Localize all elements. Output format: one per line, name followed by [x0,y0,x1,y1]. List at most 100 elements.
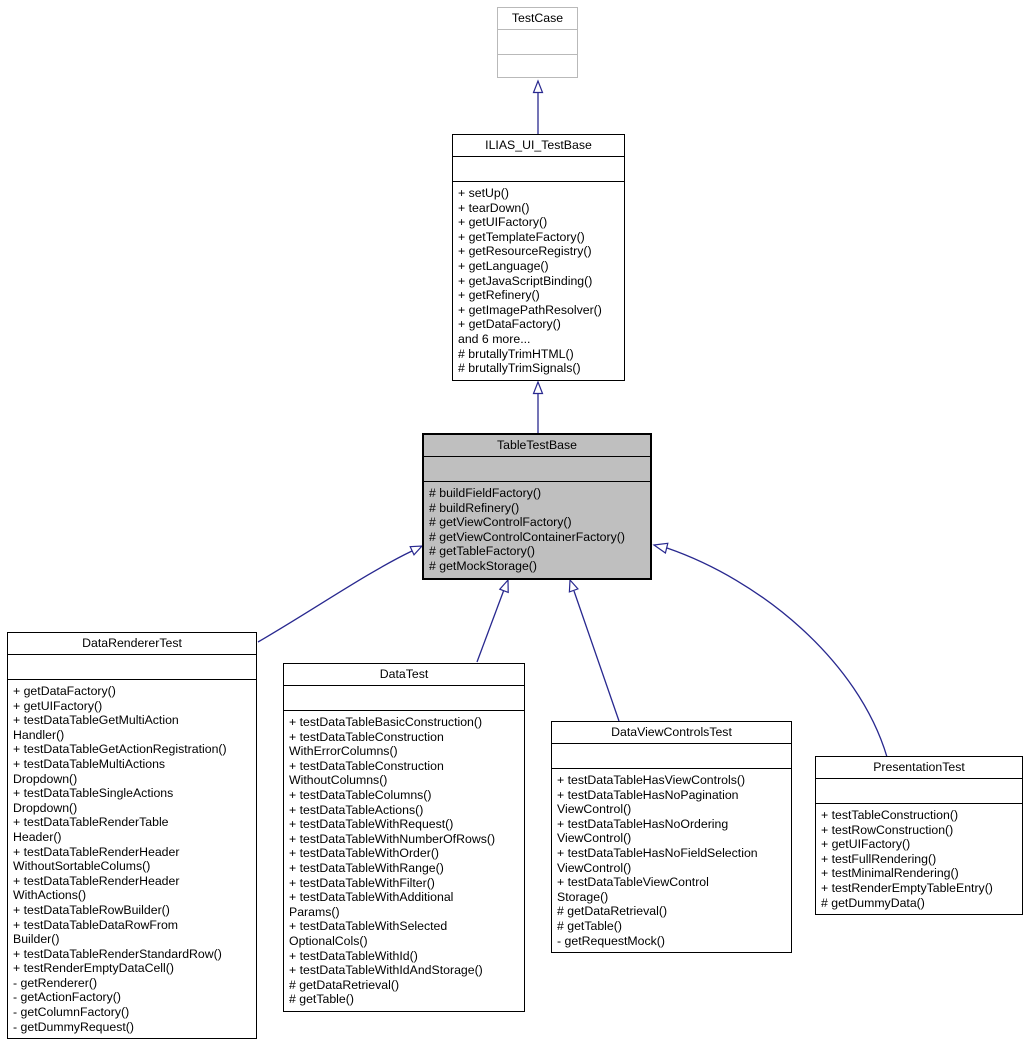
member-line: + testDataTableRenderHeader [13,844,180,859]
class-box-tabletestbase[interactable]: TableTestBase # buildFieldFactory()# bui… [422,433,652,580]
class-attributes-presentationtest [816,779,1022,804]
member-line: Dropdown() [13,771,78,786]
member-line: # getDummyData() [821,895,925,910]
member-line: Storage() [557,889,609,904]
member-line: # getViewControlFactory() [429,515,572,530]
member-line: # getTableFactory() [429,544,535,559]
member-line: ViewControl() [557,831,632,846]
class-title-dataviewcontrolstest: DataViewControlsTest [552,722,791,744]
class-methods-ilias-ui-testbase: + setUp()+ tearDown()+ getUIFactory()+ g… [453,182,624,380]
class-box-presentationtest[interactable]: PresentationTest + testTableConstruction… [815,756,1023,916]
member-line: - getRenderer() [13,975,98,990]
member-line: + getRefinery() [458,288,540,303]
member-line: + testRowConstruction() [821,822,954,837]
member-line: # brutallyTrimSignals() [458,361,581,376]
member-line: + getLanguage() [458,258,549,273]
member-line: + testDataTableSingleActions [13,786,174,801]
member-line: + testDataTableRowBuilder() [13,902,170,917]
inheritance-arrowhead-dataviewcontrols-to-tabletestbase [568,578,579,593]
inheritance-arrowhead-tabletestbase-to-ilias [532,380,544,395]
member-line: WithErrorColumns() [289,744,398,759]
inheritance-arrow-presentation-to-tabletestbase [666,547,888,758]
member-line: + getTemplateFactory() [458,229,585,244]
member-line: + tearDown() [458,200,530,215]
member-line: WithoutColumns() [289,773,388,788]
member-line: + testDataTableBasicConstruction() [289,715,483,729]
member-line: # getTable() [289,992,354,1007]
member-line: and 6 more... [458,331,531,346]
class-attributes-testcase [498,30,577,55]
class-title-ilias-ui-testbase: ILIAS_UI_TestBase [453,135,624,157]
member-line: + testMinimalRendering() [821,866,959,881]
member-line: + testDataTableConstruction [289,729,444,744]
member-line: + testTableConstruction() [821,808,959,822]
member-line: + testDataTableWithAdditional [289,890,454,905]
member-line: + testDataTableWithIdAndStorage() [289,963,483,978]
member-line: + testDataTableHasNoPagination [557,787,739,802]
member-line: + testDataTableGetActionRegistration() [13,742,227,757]
inheritance-arrow-dataviewcontrols-to-tabletestbase [573,590,620,722]
member-line: + testDataTableViewControl [557,875,709,890]
member-line: + testDataTableRenderTable [13,815,169,830]
member-line: + testDataTableGetMultiAction [13,713,179,728]
member-line: # getMockStorage() [429,558,537,573]
inheritance-arrowhead-presentation-to-tabletestbase [652,542,669,554]
member-line: # getDataRetrieval() [557,904,668,919]
inheritance-arrow-datarenderer-to-tabletestbase [257,550,413,643]
member-line: + testDataTableWithOrder() [289,846,440,861]
inheritance-arrow-datatest-to-tabletestbase [476,590,505,663]
member-line: Dropdown() [13,800,78,815]
class-box-testcase[interactable]: TestCase [497,7,578,78]
member-line: Params() [289,904,340,919]
class-methods-dataviewcontrolstest: + testDataTableHasViewControls()+ testDa… [552,769,791,952]
member-line: + getDataFactory() [458,317,561,332]
member-line: + testDataTableWithRequest() [289,817,454,832]
member-line: + testFullRendering() [821,851,937,866]
class-title-presentationtest: PresentationTest [816,757,1022,779]
class-title-datarenderertest: DataRendererTest [8,633,256,655]
inheritance-arrowhead-datarenderer-to-tabletestbase [409,545,424,556]
member-line: + getUIFactory() [458,215,548,230]
member-line: Header() [13,829,62,844]
class-methods-presentationtest: + testTableConstruction()+ testRowConstr… [816,804,1022,914]
member-line: # getViewControlContainerFactory() [429,529,625,544]
member-line: ViewControl() [557,802,632,817]
inheritance-arrowhead-datatest-to-tabletestbase [498,578,509,594]
member-line: WithoutSortableColums() [13,859,151,874]
class-attributes-tabletestbase [424,457,650,482]
member-line: # brutallyTrimHTML() [458,346,574,361]
class-box-ilias-ui-testbase[interactable]: ILIAS_UI_TestBase + setUp()+ tearDown()+… [452,134,625,381]
member-line: # buildFieldFactory() [429,486,542,500]
member-line: + testDataTableHasViewControls() [557,773,746,787]
member-line: + testDataTableDataRowFrom [13,917,179,932]
class-title-tabletestbase: TableTestBase [424,435,650,457]
member-line: - getColumnFactory() [13,1005,130,1020]
member-line: + testDataTableWithId() [289,948,418,963]
member-line: Builder() [13,932,60,947]
class-methods-datarenderertest: + getDataFactory()+ getUIFactory()+ test… [8,680,256,1038]
class-box-datatest[interactable]: DataTest + testDataTableBasicConstructio… [283,663,525,1012]
class-box-dataviewcontrolstest[interactable]: DataViewControlsTest + testDataTableHasV… [551,721,792,954]
class-title-testcase: TestCase [498,8,577,30]
class-title-datatest: DataTest [284,664,524,686]
member-line: + testDataTableRenderHeader [13,873,180,888]
member-line: OptionalCols() [289,933,368,948]
class-attributes-datarenderertest [8,655,256,680]
class-methods-testcase [498,55,577,77]
member-line: # getTable() [557,918,622,933]
member-line: # buildRefinery() [429,500,520,515]
member-line: + testDataTableWithRange() [289,860,444,875]
member-line: - getActionFactory() [13,990,121,1005]
member-line: + testDataTableConstruction [289,758,444,773]
class-attributes-ilias-ui-testbase [453,157,624,182]
member-line: Handler() [13,727,65,742]
member-line: # getDataRetrieval() [289,977,400,992]
member-line: + getUIFactory() [13,698,103,713]
member-line: + testRenderEmptyDataCell() [13,961,174,976]
member-line: + getDataFactory() [13,684,116,698]
class-box-datarenderertest[interactable]: DataRendererTest + getDataFactory()+ get… [7,632,257,1040]
class-attributes-dataviewcontrolstest [552,744,791,769]
class-methods-datatest: + testDataTableBasicConstruction()+ test… [284,711,524,1011]
member-line: + testRenderEmptyTableEntry() [821,880,993,895]
member-line: + getUIFactory() [821,837,911,852]
